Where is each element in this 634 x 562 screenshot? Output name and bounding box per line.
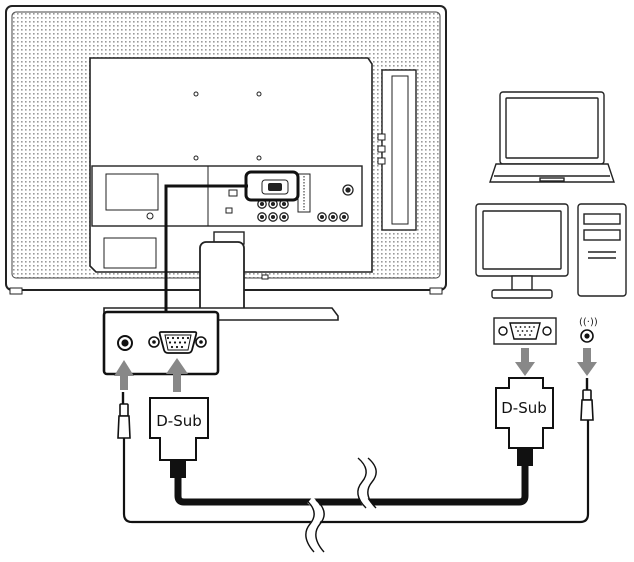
vga-cable [174,466,529,506]
audio-out-port-icon: ((·)) [579,317,598,343]
left-dsub-label: D-Sub [156,412,202,430]
right-dsub-label: D-Sub [501,399,547,417]
desktop-pc-icon [475,203,627,299]
tv-internal-cable [164,184,248,312]
audio-plug-icon [580,378,594,421]
cable-break-mark [305,496,325,555]
vga-port-icon [148,331,207,354]
audio-plug-icon [117,392,131,439]
arrow-up-icon [166,358,188,392]
tv-input-panel-zoom [102,310,220,376]
cable-break-mark [357,454,377,511]
dsub-connector-icon: D-Sub [495,377,554,466]
svg-text:((·)): ((·)) [579,317,598,328]
laptop-icon [489,91,615,183]
audio-jack-icon [117,335,133,351]
dsub-connector-icon: D-Sub [149,397,209,478]
vga-port-icon [493,317,557,345]
arrow-down-icon [577,348,597,376]
arrow-down-icon [515,348,535,376]
arrow-up-icon [114,360,134,390]
tv-back-panel [5,5,447,295]
audio-cable [122,420,590,524]
